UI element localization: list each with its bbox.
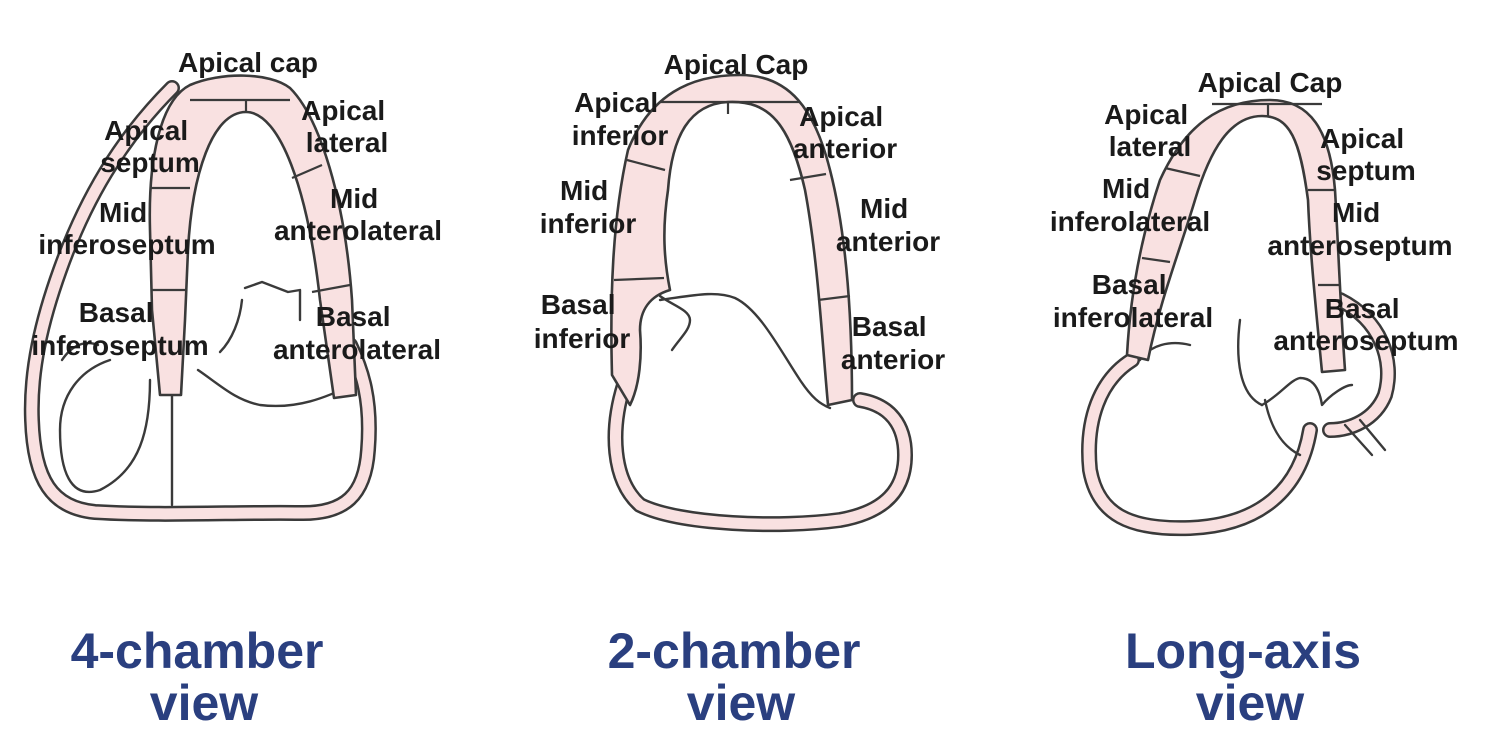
label-la-apical-lateral: Apical lateral <box>1104 99 1196 162</box>
label-2ch-apical-cap: Apical Cap <box>664 49 809 80</box>
label-la-mid-anteroseptum: Mid anteroseptum <box>1267 197 1452 261</box>
label-2ch-apical-anterior: Apical anterior <box>793 101 897 164</box>
title-2-chamber-view: 2-chamber view <box>608 623 875 731</box>
label-la-apical-septum: Apical septum <box>1316 123 1416 186</box>
label-4ch-apical-cap: Apical cap <box>178 47 318 78</box>
label-la-basal-anteroseptum: Basal anteroseptum <box>1273 293 1458 356</box>
title-long-axis-view: Long-axis view <box>1125 623 1375 731</box>
title-4-chamber-view: 4-chamber view <box>71 623 338 731</box>
label-4ch-basal-anterolateral: Basal anterolateral <box>273 301 441 365</box>
label-4ch-apical-septum: Apical septum <box>100 115 200 178</box>
label-2ch-mid-anterior: Mid anterior <box>836 193 940 257</box>
label-2ch-basal-anterior: Basal anterior <box>841 311 945 375</box>
label-la-apical-cap: Apical Cap <box>1198 67 1343 98</box>
label-4ch-apical-lateral: Apical lateral <box>301 95 393 158</box>
